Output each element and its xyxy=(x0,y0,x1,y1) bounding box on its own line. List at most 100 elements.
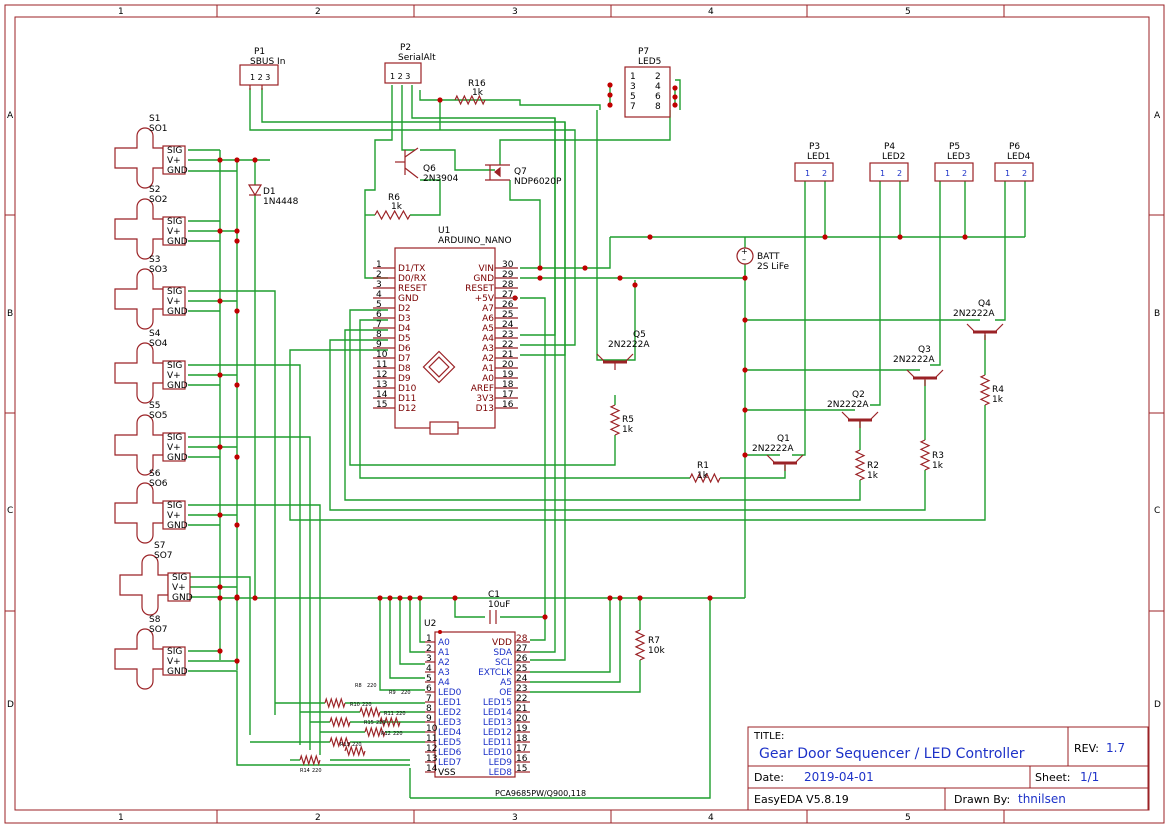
c1-ref: C1 xyxy=(488,590,500,600)
resistor-r5 xyxy=(609,404,621,436)
u2-resistor-ref: R8 xyxy=(355,683,362,689)
junction-dot xyxy=(234,595,240,601)
servo-connectors: S1SO1SIGV+GNDS2SO2SIGV+GNDS3SO3SIGV+GNDS… xyxy=(114,114,193,690)
u2-resistor-value: 220 xyxy=(396,711,406,717)
junction-dot xyxy=(234,238,240,244)
u2-pin-name: EXTCLK xyxy=(478,668,513,678)
connector-name: LED3 xyxy=(947,152,970,162)
servo-ref: S8 xyxy=(149,615,161,625)
u2-pin-number: 26 xyxy=(516,654,528,664)
u2-part: PCA9685PW/Q900,118 xyxy=(495,789,586,798)
u2-pin-number: 25 xyxy=(516,664,527,674)
pin-number: 1 xyxy=(805,169,810,178)
servo-pin-box xyxy=(162,216,186,246)
servo-pin-box xyxy=(162,646,186,676)
p2-name: SerialAlt xyxy=(398,53,436,63)
servo-pin-label: GND xyxy=(167,237,188,247)
pin-number: 2 xyxy=(897,169,902,178)
junction-dot xyxy=(542,614,548,620)
u2-resistor-ref: R9 xyxy=(389,690,396,696)
u2-pin-name: LED5 xyxy=(438,738,461,748)
servo-body xyxy=(119,554,169,616)
servo-ref: S7 xyxy=(154,541,165,551)
servo-pin-box xyxy=(162,286,186,316)
servo-body xyxy=(114,268,164,330)
u2-pin-name: LED10 xyxy=(483,748,512,758)
u1-pin-number: 3 xyxy=(376,280,382,290)
u1-pin-number: 20 xyxy=(502,360,514,370)
u2-pin-name: LED4 xyxy=(438,728,462,738)
junction-dot xyxy=(607,102,613,108)
resistor-r11 xyxy=(364,725,386,739)
column-label-top: 3 xyxy=(512,7,518,17)
u2-pin-name: A3 xyxy=(438,668,450,678)
junction-dot xyxy=(234,522,240,528)
u2-pin-number: 22 xyxy=(516,694,527,704)
u2-resistor-ref: R15 xyxy=(364,720,374,726)
svg-text:1 2 3: 1 2 3 xyxy=(250,73,270,82)
q1-ref: Q1 xyxy=(777,434,790,444)
q2-ref: Q2 xyxy=(852,390,865,400)
servo-pin-label: V+ xyxy=(167,511,181,521)
servo-name: SO6 xyxy=(149,479,168,489)
junction-dot xyxy=(234,454,240,460)
sheet-value: 1/1 xyxy=(1080,770,1099,784)
u1-ref: U1 xyxy=(438,226,450,236)
junction-dot xyxy=(217,648,223,654)
u1-pin-name: D8 xyxy=(398,364,411,374)
junction-dot xyxy=(234,658,240,664)
u2-pin-name: LED7 xyxy=(438,758,461,768)
u1-pin-name: A0 xyxy=(482,374,494,384)
u2-pin-name: OE xyxy=(499,688,512,698)
junction-dot xyxy=(537,275,543,281)
u1-pin-number: 26 xyxy=(502,300,514,310)
q1-value: 2N2222A xyxy=(752,444,794,454)
u2-pin-name: SCL xyxy=(495,658,512,668)
u1-pin-name: D9 xyxy=(398,374,411,384)
u1-pin-number: 14 xyxy=(376,390,388,400)
r16-ref: R16 xyxy=(468,79,486,89)
junction-dot xyxy=(582,265,588,271)
servo-pin-box xyxy=(162,432,186,462)
row-label-right: B xyxy=(1154,309,1160,319)
u2-pin-name: LED1 xyxy=(438,698,461,708)
u2-pin-name: LED3 xyxy=(438,718,461,728)
servo-pin-label: SIG xyxy=(167,647,182,657)
r1-ref: R1 xyxy=(697,461,709,471)
p7-ref: P7 xyxy=(638,47,649,57)
p2-ref: P2 xyxy=(400,43,411,53)
u1-pin-number: 28 xyxy=(502,280,514,290)
r6-ref: R6 xyxy=(388,193,400,203)
q6-ref: Q6 xyxy=(423,164,436,174)
drawn-label: Drawn By: xyxy=(954,793,1010,806)
junction-dot xyxy=(647,234,653,240)
servo-body xyxy=(114,628,164,690)
u1-pin-number: 2 xyxy=(376,270,382,280)
q7-ref: Q7 xyxy=(514,167,527,177)
svg-text:8: 8 xyxy=(655,102,661,112)
column-label-bottom: 2 xyxy=(315,813,321,823)
u2-pin-number: 23 xyxy=(516,684,527,694)
svg-text:7: 7 xyxy=(630,102,636,112)
junction-dot xyxy=(617,275,623,281)
u2-resistor-value: 220 xyxy=(376,720,386,726)
servo-body xyxy=(114,342,164,404)
u1-pin-name: VIN xyxy=(478,264,494,274)
sheet-border-inner xyxy=(14,16,1150,811)
junction-dot xyxy=(252,595,258,601)
u2-pin-number: 18 xyxy=(516,734,528,744)
u1-pin-number: 8 xyxy=(376,330,382,340)
d1-ref: D1 xyxy=(263,187,276,197)
resistor-r10 xyxy=(329,715,351,729)
date-value: 2019-04-01 xyxy=(804,770,874,784)
junction-dot xyxy=(962,234,968,240)
resistor-r7 xyxy=(634,629,646,661)
u2-pin-name: SDA xyxy=(493,648,512,658)
u2-pin-number: 14 xyxy=(426,764,438,774)
column-label-bottom: 1 xyxy=(118,813,124,823)
row-label-right: D xyxy=(1154,700,1161,710)
